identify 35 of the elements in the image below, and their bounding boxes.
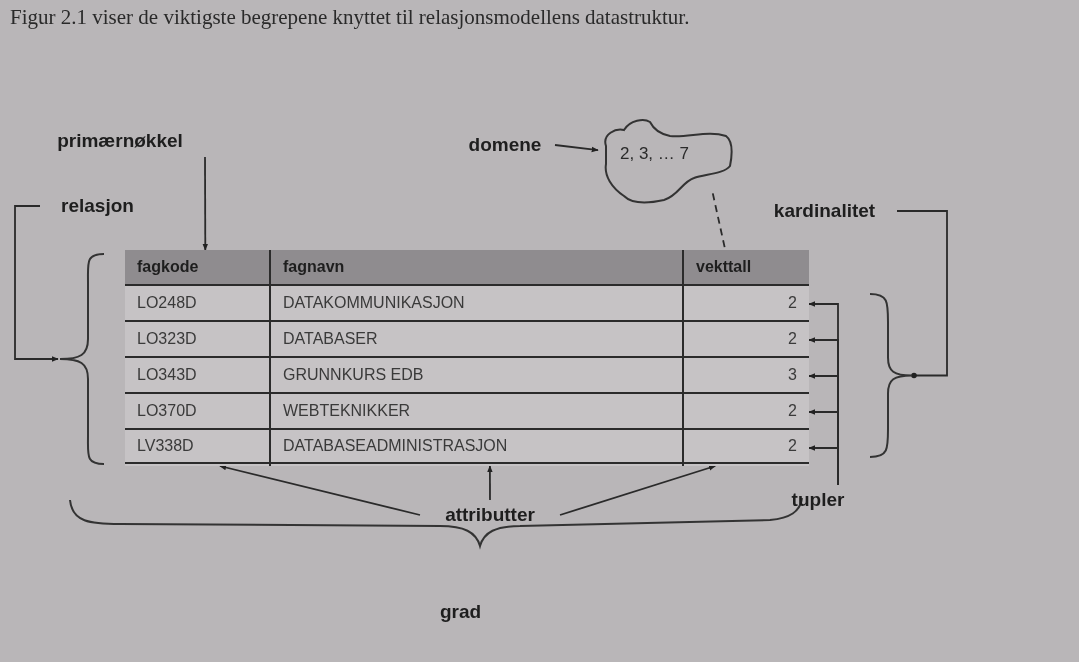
callout-label: primærnøkkel [35,125,205,157]
table-cell: 2 [684,394,809,430]
table-cell: 2 [684,322,809,358]
arrow [202,156,209,251]
callout-label: domene [455,130,555,160]
callout-label: relasjon [40,190,155,222]
body-text: Figur 2.1 viser de viktigste begrepene knyttet til relasjonsmodellens datastruktur. [10,4,690,31]
column-header: fagkode [125,250,269,286]
table-column [125,250,271,466]
column-header: fagnavn [271,250,682,286]
arrow [808,445,839,486]
callout-label: tupler [778,485,858,515]
table-cell: DATABASEADMINISTRASJON [271,430,684,464]
table-column [684,250,809,466]
table-column [271,250,684,466]
column-header: vekttall [684,250,809,286]
callout-label: attributter [420,500,560,530]
callout-label: kardinalitet [752,195,897,227]
curly-brace [868,292,914,459]
degree-label: grad [440,600,482,624]
table-cell: 2 [684,430,809,464]
table-cell: DATABASER [271,322,684,358]
curly-brace [58,252,106,466]
domain-values: 2, 3, … 7 [620,143,689,165]
arrow [14,205,59,362]
table-cell: WEBTEKNIKKER [271,394,684,430]
relation-table [125,250,809,466]
table-cell: DATAKOMMUNIKASJON [271,286,684,322]
arrow [554,144,599,153]
table-cell: 2 [684,286,809,322]
arrow [219,464,421,516]
arrow [487,465,493,501]
table-cell: GRUNNKURS EDB [271,358,684,394]
arrow [559,465,717,516]
table-cell: 3 [684,358,809,394]
